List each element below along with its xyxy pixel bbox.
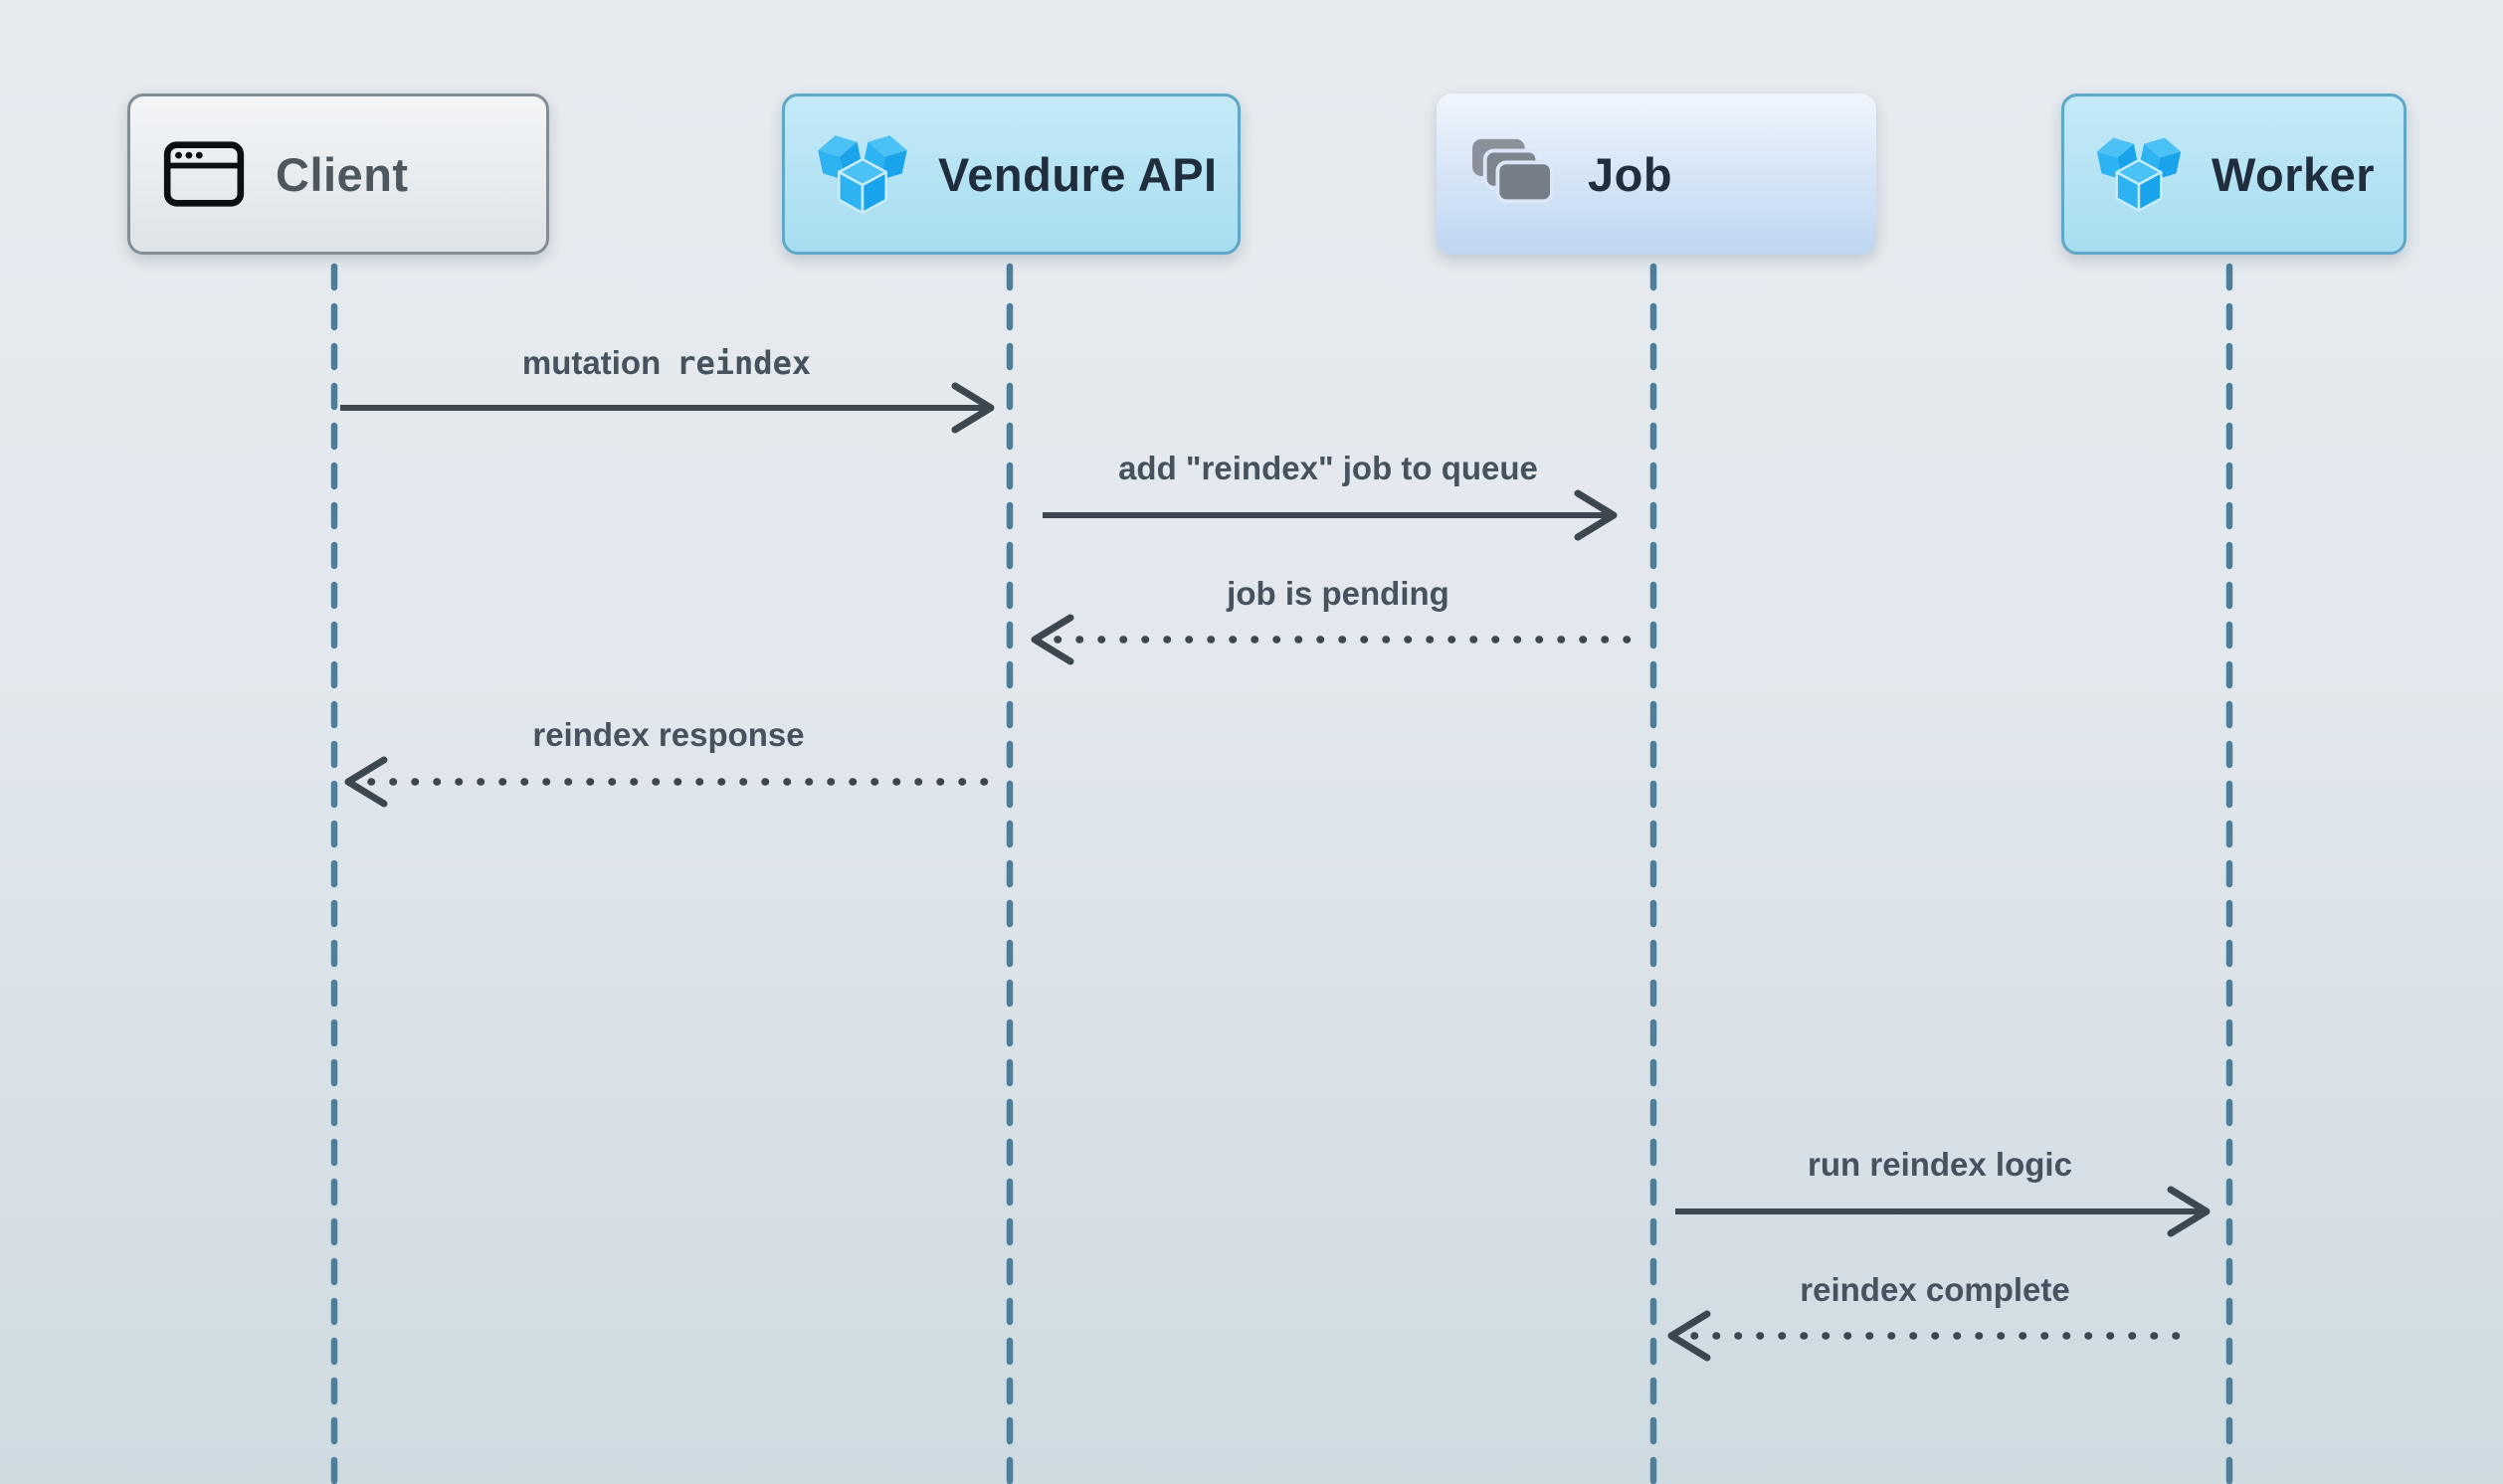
participant-vendure-api: Vendure API	[782, 93, 1241, 255]
message-label-run-reindex-logic: run reindex logic	[1808, 1146, 2072, 1184]
participant-label: Worker	[2212, 147, 2376, 201]
message-text: job is pending	[1227, 575, 1449, 612]
participant-label: Client	[276, 147, 409, 201]
participant-label: Vendure API	[938, 147, 1218, 201]
message-text: add "reindex" job to queue	[1118, 450, 1538, 486]
message-label-add-job-to-queue: add "reindex" job to queue	[1118, 450, 1538, 487]
participant-job: Job	[1437, 93, 1876, 255]
message-text: mutation	[521, 344, 662, 381]
message-label-mutation-reindex: mutation reindex	[522, 344, 811, 382]
participant-worker: Worker	[2061, 93, 2407, 255]
message-arrow-add-job-to-queue	[1043, 489, 1618, 541]
vendure-cubes-icon	[2096, 134, 2182, 214]
message-label-job-is-pending: job is pending	[1227, 575, 1449, 613]
message-arrow-reindex-complete	[1667, 1310, 2201, 1362]
participant-label: Job	[1588, 147, 1673, 201]
participant-client: Client	[127, 93, 549, 255]
message-label-reindex-complete: reindex complete	[1800, 1271, 2069, 1309]
message-label-reindex-response: reindex response	[532, 716, 804, 754]
message-text: run reindex logic	[1808, 1146, 2072, 1183]
vendure-cubes-icon	[817, 132, 908, 216]
message-arrow-job-is-pending	[1031, 614, 1647, 665]
message-arrow-mutation-reindex	[340, 382, 995, 434]
browser-window-icon	[162, 140, 246, 208]
stacked-cards-icon	[1468, 135, 1558, 213]
message-code-text: reindex	[676, 344, 812, 382]
message-text: reindex response	[532, 716, 805, 753]
message-text: reindex complete	[1800, 1271, 2070, 1308]
message-arrow-reindex-response	[344, 756, 989, 808]
message-arrow-run-reindex-logic	[1675, 1186, 2211, 1237]
